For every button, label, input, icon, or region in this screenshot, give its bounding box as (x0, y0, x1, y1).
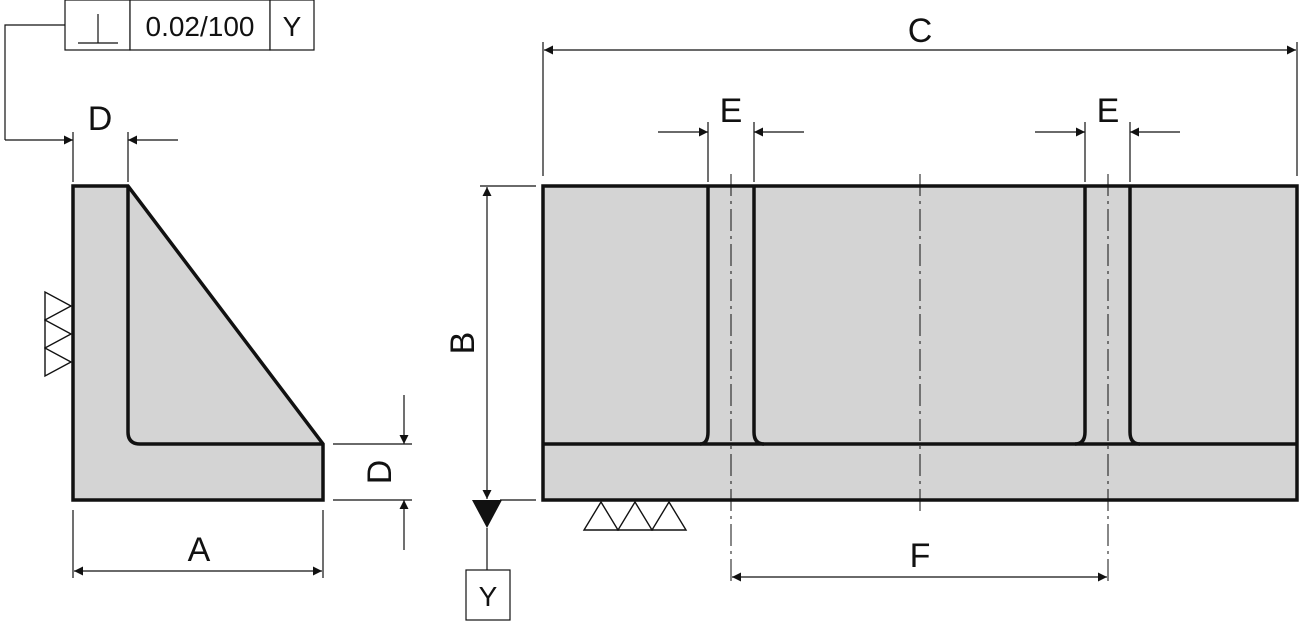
front-view: C E E B Y (444, 12, 1299, 621)
rib-right-edge-outer (1128, 186, 1141, 446)
rib-left-edge-outer (699, 186, 710, 446)
dimension-e-right: E (1035, 92, 1180, 182)
dimension-label-c: C (908, 12, 933, 50)
tolerance-leader (4, 24, 65, 140)
rib-right-edge-inner (1074, 186, 1087, 446)
machined-surface-triangles-icon (582, 500, 688, 531)
dimension-label-f: F (910, 537, 931, 575)
geometric-tolerance-frame: 0.02/100 Y (64, 0, 315, 51)
dimension-f: F (732, 537, 1107, 582)
side-view: D A D (4, 24, 412, 578)
angle-plate-side-profile (71, 184, 325, 502)
perpendicularity-icon (78, 14, 118, 44)
tolerance-value: 0.02/100 (146, 11, 255, 42)
machined-surface-triangles-icon (44, 290, 73, 378)
dimension-label-a: A (188, 531, 211, 569)
dimension-label-e-right: E (1097, 92, 1120, 130)
dimension-label-e-left: E (720, 92, 743, 130)
rib-left-edge-inner (752, 186, 765, 446)
dimension-label-b: B (444, 332, 482, 355)
dimension-label-d-vertical: D (361, 460, 399, 485)
tolerance-datum-reference: Y (283, 11, 302, 42)
datum-feature-y: Y (465, 500, 511, 621)
datum-triangle-icon (472, 500, 502, 528)
dimension-label-d: D (88, 100, 113, 138)
dimension-c: C (542, 12, 1298, 176)
dimension-d-top: D (5, 100, 178, 182)
dimension-d-side: D (333, 395, 412, 550)
dimension-b: B (444, 185, 536, 501)
dimension-e-left: E (658, 92, 804, 182)
inner-fillet-edge (126, 186, 323, 446)
dimension-a: A (72, 510, 324, 578)
datum-label: Y (479, 581, 498, 612)
